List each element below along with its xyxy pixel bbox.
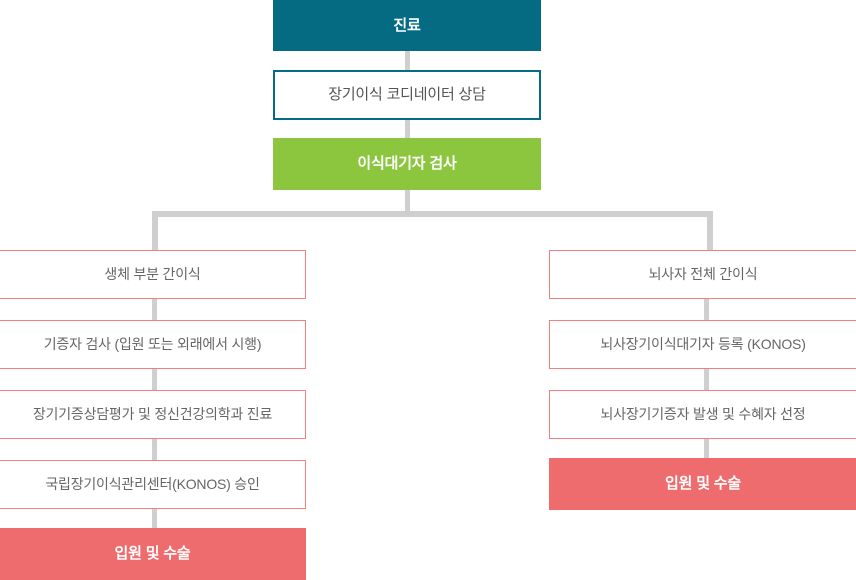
node-living-2-label: 기증자 검사 (입원 또는 외래에서 시행)	[43, 336, 262, 353]
node-deceased-1[interactable]: 뇌사자 전체 간이식	[549, 250, 856, 299]
node-living-1-label: 생체 부분 간이식	[104, 266, 201, 283]
connector-living-3-to-4	[152, 439, 157, 460]
node-living-4-label: 국립장기이식관리센터(KONOS) 승인	[45, 476, 260, 493]
node-deceased-3-label: 뇌사장기기증자 발생 및 수혜자 선정	[600, 406, 806, 423]
node-living-2[interactable]: 기증자 검사 (입원 또는 외래에서 시행)	[0, 320, 306, 369]
node-deceased-4[interactable]: 입원 및 수술	[549, 458, 856, 510]
connector-deceased-2-to-3	[704, 369, 709, 390]
node-living-3[interactable]: 장기기증상담평가 및 정신건강의학과 진료	[0, 390, 306, 439]
connector-coordinator-to-waitlist	[405, 120, 410, 140]
node-living-5-label: 입원 및 수술	[114, 545, 191, 562]
connector-living-2-to-3	[152, 369, 157, 390]
connector-living-4-to-5	[152, 509, 157, 530]
node-living-4[interactable]: 국립장기이식관리센터(KONOS) 승인	[0, 460, 306, 509]
node-living-3-label: 장기기증상담평가 및 정신건강의학과 진료	[32, 406, 273, 423]
connector-waitlist-to-split	[405, 190, 410, 214]
node-waitlist[interactable]: 이식대기자 검사	[273, 138, 541, 190]
node-living-1[interactable]: 생체 부분 간이식	[0, 250, 306, 299]
node-living-5[interactable]: 입원 및 수술	[0, 528, 306, 580]
node-deceased-2[interactable]: 뇌사장기이식대기자 등록 (KONOS)	[549, 320, 856, 369]
node-coordinator-label: 장기이식 코디네이터 상담	[328, 86, 486, 103]
node-deceased-4-label: 입원 및 수술	[665, 475, 741, 492]
connector-split-to-left-branch	[152, 211, 158, 251]
node-waitlist-label: 이식대기자 검사	[357, 155, 457, 172]
node-consult-label: 진료	[393, 16, 421, 34]
node-consult[interactable]: 진료	[273, 0, 541, 51]
node-deceased-1-label: 뇌사자 전체 간이식	[648, 266, 758, 283]
connector-deceased-3-to-4	[704, 439, 709, 460]
connector-consult-to-coordinator	[405, 51, 410, 72]
node-deceased-3[interactable]: 뇌사장기기증자 발생 및 수혜자 선정	[549, 390, 856, 439]
connector-split-to-right-branch	[707, 211, 713, 251]
connector-split-horizontal	[152, 211, 713, 217]
connector-living-1-to-2	[152, 299, 157, 320]
node-deceased-2-label: 뇌사장기이식대기자 등록 (KONOS)	[600, 336, 806, 353]
connector-deceased-1-to-2	[704, 299, 709, 320]
node-coordinator[interactable]: 장기이식 코디네이터 상담	[273, 70, 541, 120]
